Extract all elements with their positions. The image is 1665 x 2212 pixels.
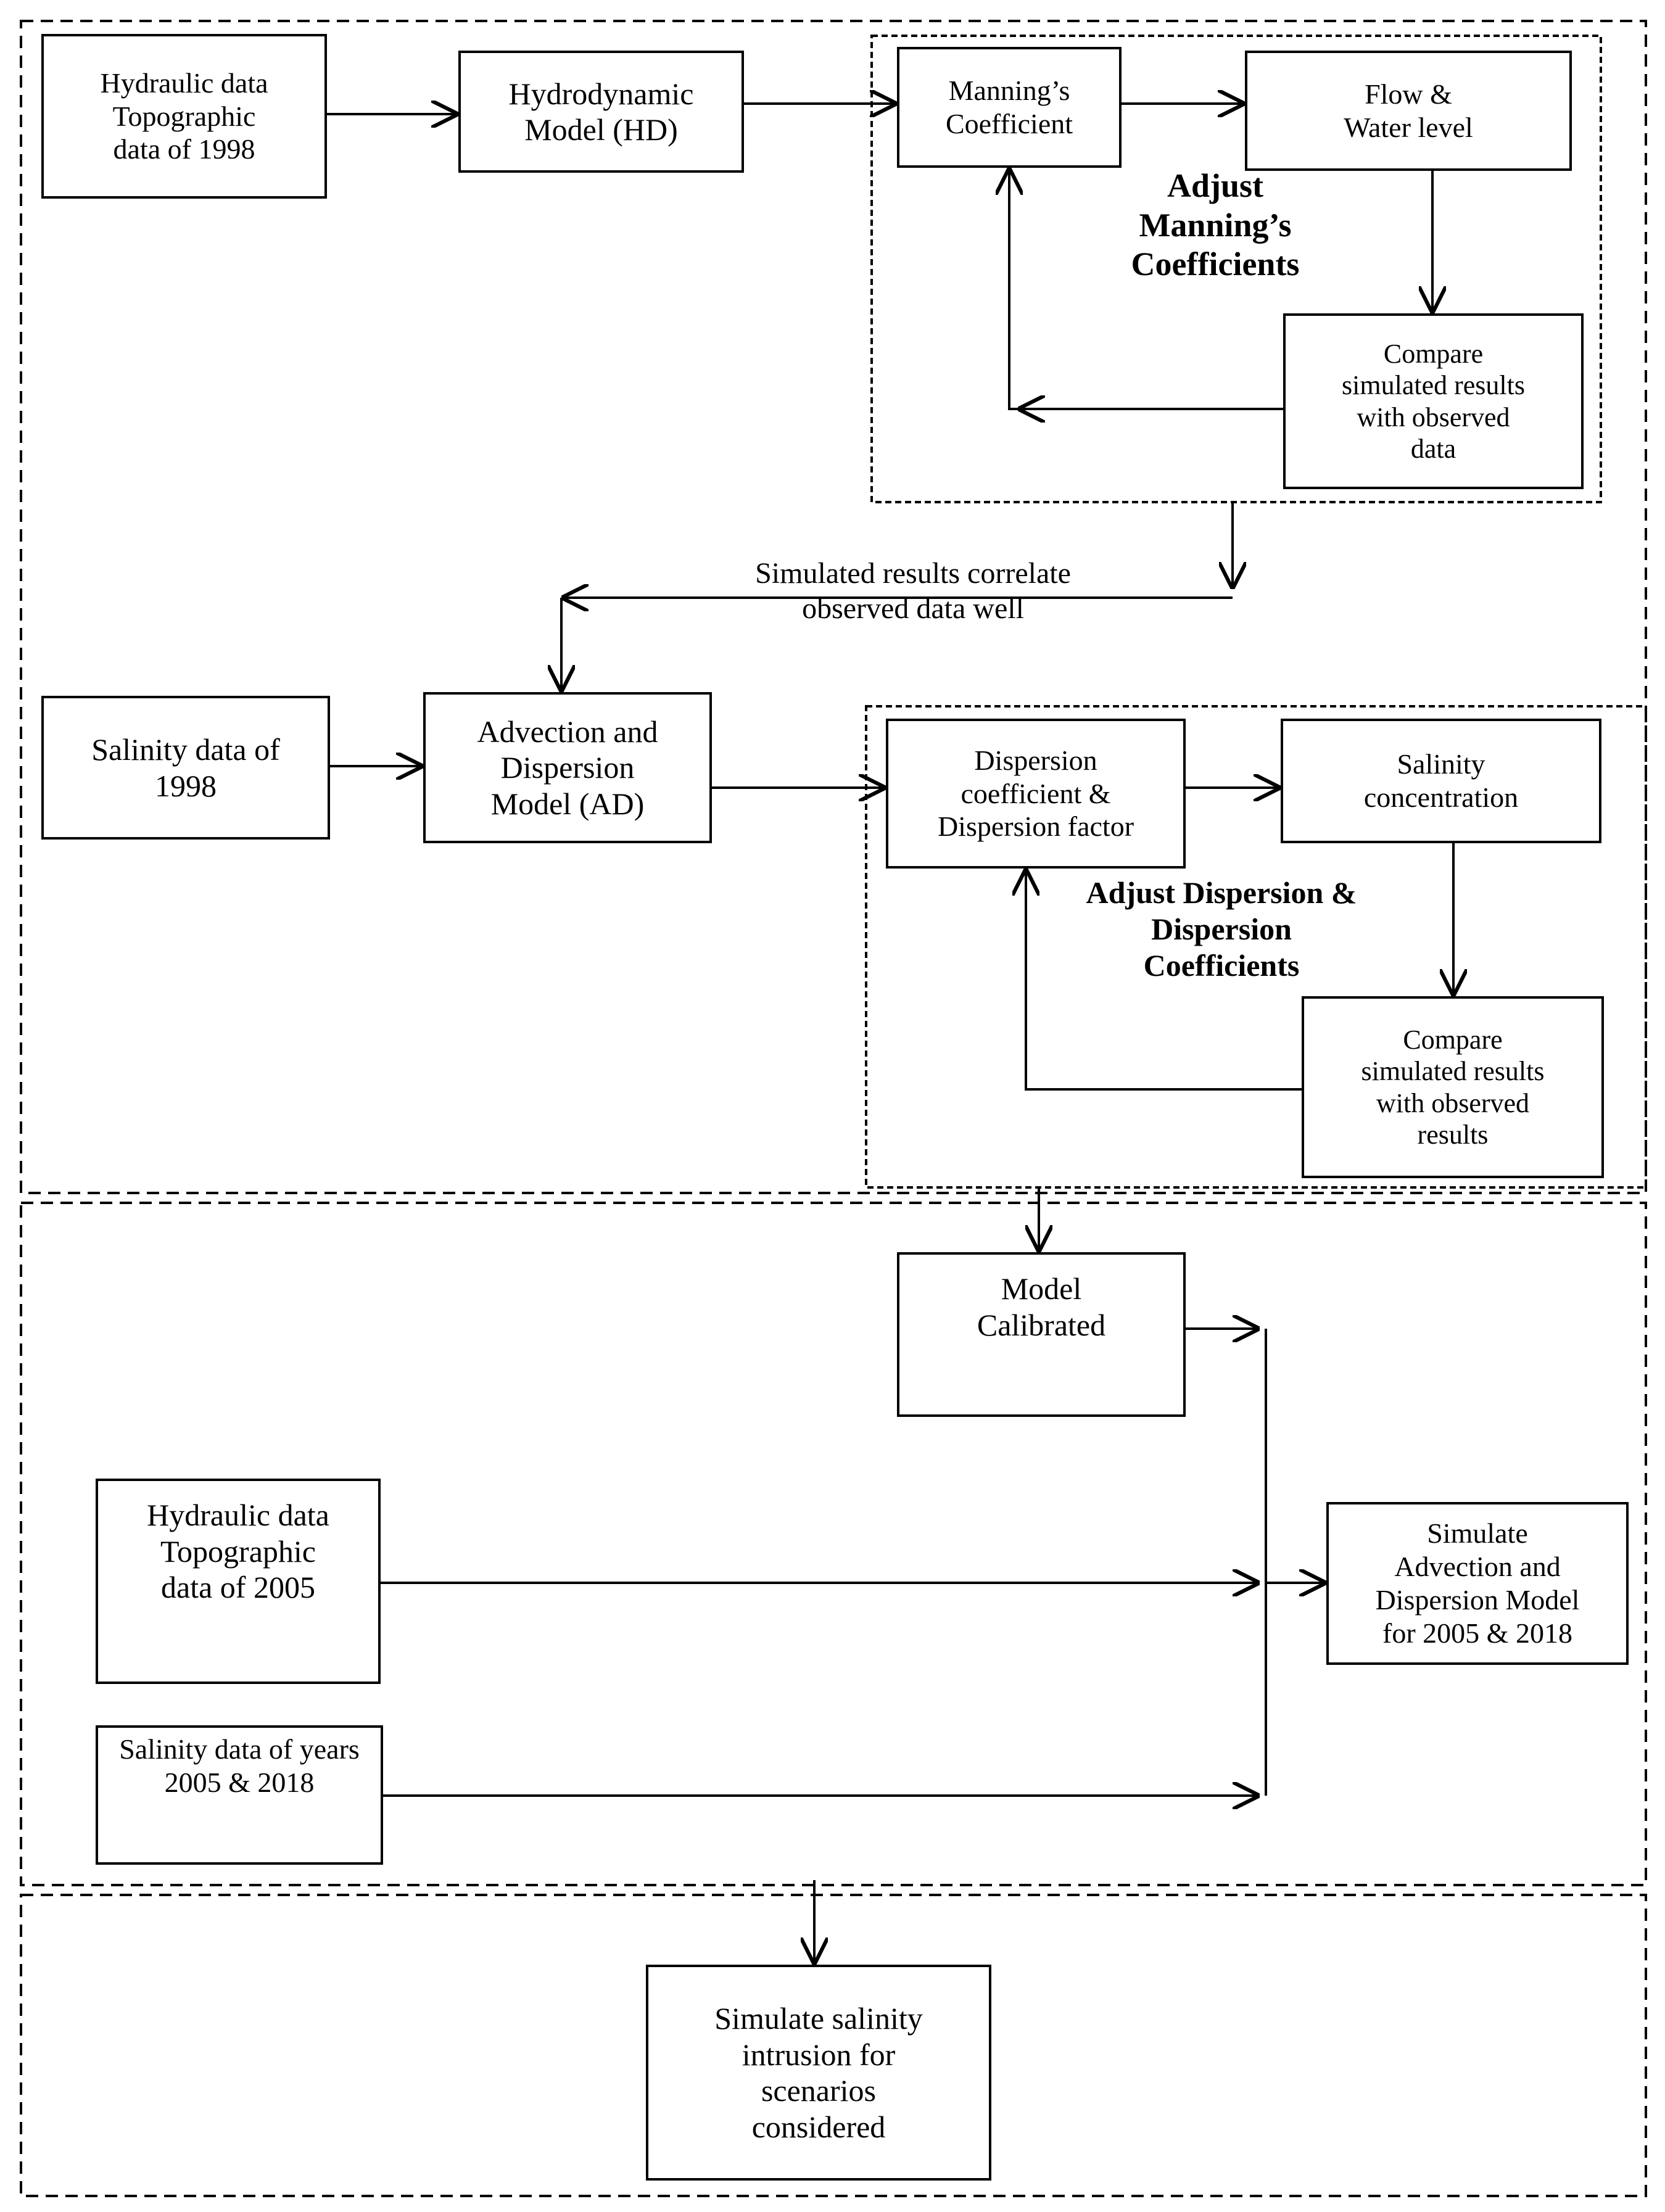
box-text-line: simulated results xyxy=(1361,1056,1545,1087)
label-text-line: Manning’s xyxy=(1139,206,1292,244)
section-simulation-frame xyxy=(20,1202,1647,1886)
box-salinity-data-2005-2018: Salinity data of years 2005 & 2018 xyxy=(96,1725,383,1865)
box-text-line: Simulate xyxy=(1427,1517,1528,1550)
box-mannings-coefficient: Manning’s Coefficient xyxy=(897,47,1122,168)
box-text-line: with observed xyxy=(1376,1087,1530,1118)
box-text-line: Dispersion Model xyxy=(1375,1584,1580,1616)
mannings-loop-frame xyxy=(870,35,1602,503)
label-text-line: Adjust xyxy=(1167,167,1264,204)
box-text-line: Flow & xyxy=(1365,78,1452,110)
box-hydraulic-topographic-1998: Hydraulic data Topographic data of 1998 xyxy=(41,34,327,199)
box-hydrodynamic-model: Hydrodynamic Model (HD) xyxy=(458,51,744,173)
label-text-line: Adjust Dispersion & xyxy=(1086,875,1357,910)
box-text-line: Hydraulic data xyxy=(100,67,268,99)
label-text-line: Coefficients xyxy=(1131,246,1300,283)
box-hydraulic-topographic-2005: Hydraulic data Topographic data of 2005 xyxy=(96,1479,381,1684)
box-text-line: 2005 & 2018 xyxy=(164,1766,315,1798)
box-text-line: Topographic xyxy=(160,1533,316,1569)
label-text-line: Dispersion xyxy=(1151,912,1292,946)
label-text-line: Coefficients xyxy=(1143,948,1300,983)
box-salinity-concentration: Salinity concentration xyxy=(1281,719,1601,843)
box-text-line: Model (AD) xyxy=(490,786,645,821)
box-text-line: coefficient & xyxy=(961,777,1111,809)
box-compare-observed-results: Compare simulated results with observed … xyxy=(1302,996,1604,1178)
label-simulated-results-correlate: Simulated results correlate observed dat… xyxy=(697,556,1129,626)
box-text-line: data of 1998 xyxy=(113,133,255,165)
box-text-line: data of 2005 xyxy=(161,1570,315,1604)
box-text-line: Topographic xyxy=(112,100,256,132)
box-text-line: Hydraulic data xyxy=(147,1498,329,1532)
box-compare-observed-data: Compare simulated results with observed … xyxy=(1283,313,1584,489)
box-text-line: scenarios xyxy=(761,2073,877,2108)
box-text-line: Water level xyxy=(1344,111,1473,143)
box-text-line: Salinity data of years xyxy=(119,1733,360,1765)
box-simulate-advection-dispersion-2005-2018: Simulate Advection and Dispersion Model … xyxy=(1326,1502,1629,1665)
box-text-line: Dispersion factor xyxy=(937,811,1134,843)
box-text-line: Simulate salinity xyxy=(714,2001,923,2036)
box-text-line: Dispersion xyxy=(500,750,635,785)
box-text-line: results xyxy=(1417,1119,1489,1150)
arrow-compare-to-dispersion xyxy=(1026,869,1302,1091)
box-text-line: Salinity data of xyxy=(91,732,280,767)
box-text-line: considered xyxy=(751,2109,886,2144)
box-simulate-salinity-intrusion: Simulate salinity intrusion for scenario… xyxy=(646,1965,991,2181)
box-model-calibrated: Model Calibrated xyxy=(897,1252,1186,1417)
box-text-line: Compare xyxy=(1403,1024,1503,1055)
label-text-line: observed data well xyxy=(802,592,1024,625)
box-text-line: for 2005 & 2018 xyxy=(1382,1617,1572,1649)
box-text-line: Model (HD) xyxy=(524,112,678,147)
box-text-line: Model xyxy=(1001,1271,1082,1306)
box-text-line: Coefficient xyxy=(945,108,1073,139)
section-scenario-frame xyxy=(20,1894,1647,2197)
box-salinity-data-1998: Salinity data of 1998 xyxy=(41,696,330,840)
box-text-line: Compare xyxy=(1383,338,1484,369)
box-text-line: Calibrated xyxy=(977,1307,1106,1342)
box-dispersion-coefficient-factor: Dispersion coefficient & Dispersion fact… xyxy=(886,719,1186,869)
box-text-line: Dispersion xyxy=(974,744,1097,776)
label-adjust-mannings: Adjust Manning’s Coefficients xyxy=(1098,167,1332,284)
box-text-line: 1998 xyxy=(155,768,217,803)
box-text-line: Manning’s xyxy=(948,75,1070,107)
label-text-line: Simulated results correlate xyxy=(755,557,1071,590)
dispersion-loop-frame xyxy=(865,705,1647,1189)
box-advection-dispersion-model: Advection and Dispersion Model (AD) xyxy=(423,692,712,843)
box-text-line: data xyxy=(1410,433,1456,464)
box-text-line: Salinity xyxy=(1397,748,1485,780)
box-text-line: Hydrodynamic xyxy=(508,76,694,111)
box-flow-water-level: Flow & Water level xyxy=(1245,51,1572,171)
box-text-line: intrusion for xyxy=(742,2037,896,2072)
box-text-line: concentration xyxy=(1363,782,1519,813)
arrow-compare-to-mannings xyxy=(1009,168,1283,410)
section-calibration-frame xyxy=(20,20,1647,1194)
box-text-line: simulated results xyxy=(1342,370,1525,401)
label-adjust-dispersion: Adjust Dispersion & Dispersion Coefficie… xyxy=(1055,875,1388,984)
box-text-line: Advection and xyxy=(477,714,658,749)
box-text-line: Advection and xyxy=(1394,1551,1561,1583)
box-text-line: with observed xyxy=(1357,402,1510,432)
